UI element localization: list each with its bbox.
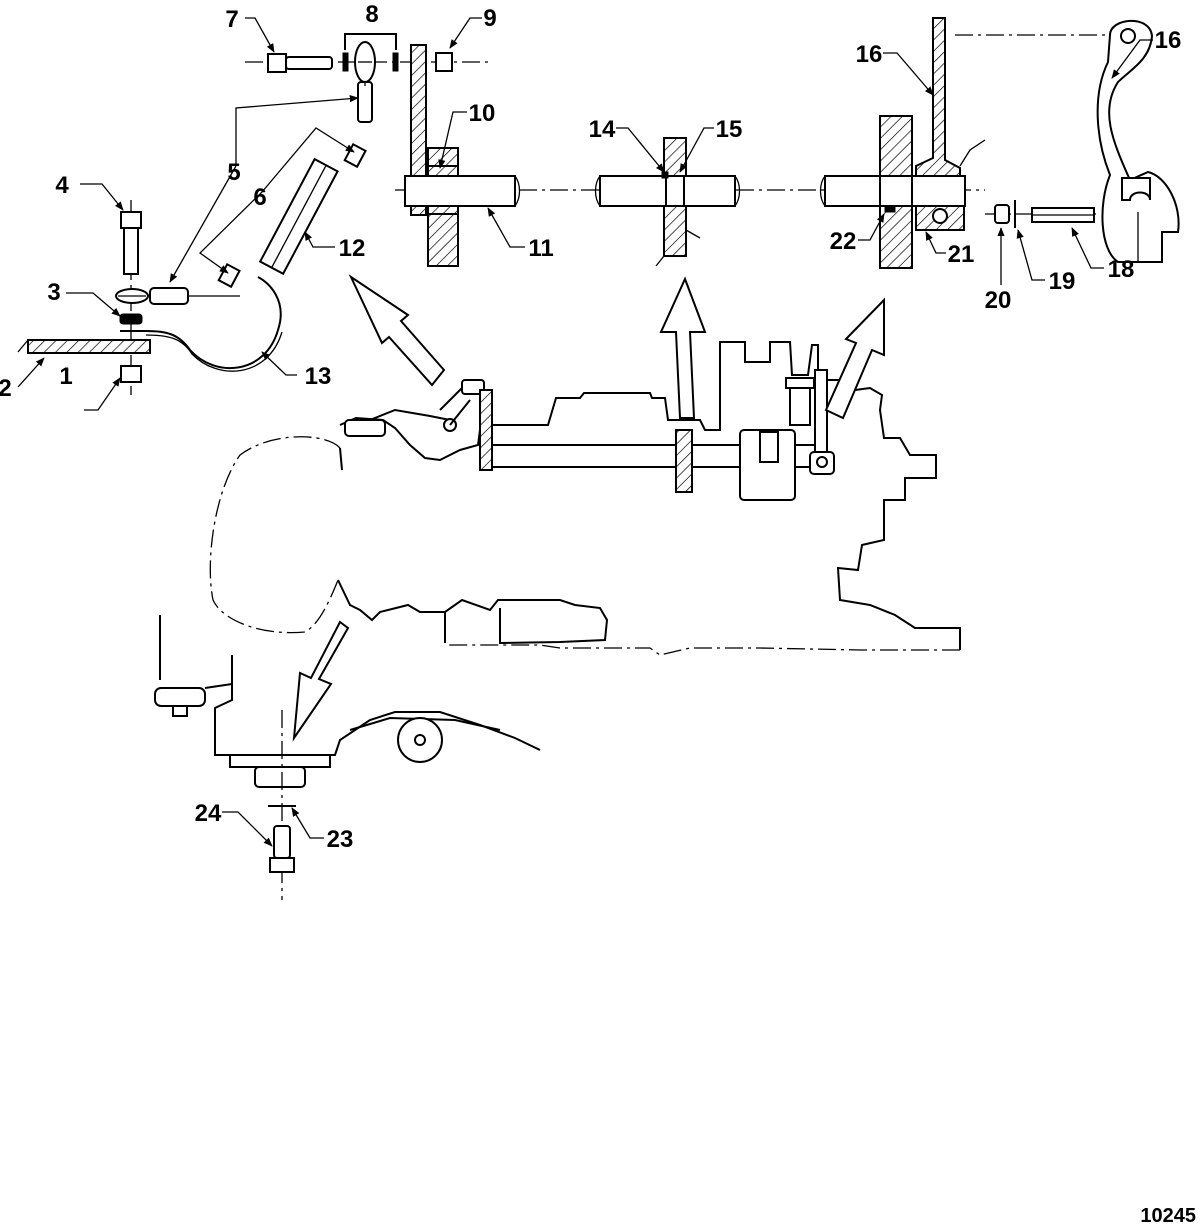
part-11-shaft-left [404, 175, 516, 207]
part-9-nut [435, 52, 453, 72]
callout-3: 3 [47, 279, 60, 306]
part-15-bulkhead-lower [663, 205, 687, 257]
part-2-bracket [27, 339, 151, 354]
part-plate-left [410, 44, 427, 216]
part-13-ground-wire [145, 276, 282, 370]
callout-16-right: 16 [1155, 27, 1182, 54]
callout-4: 4 [55, 172, 69, 199]
lever-detail [955, 19, 1180, 263]
part-7-bolt-shank [285, 56, 333, 70]
linkage-detail [17, 33, 490, 395]
part-5-stud [357, 81, 373, 123]
callout-9: 9 [483, 5, 496, 32]
part-21-pin [932, 208, 948, 224]
engine-mount [154, 687, 206, 707]
figure-number: 10245 [1140, 1205, 1196, 1227]
callout-12: 12 [339, 235, 366, 262]
part-8-washer-right [392, 52, 399, 72]
engine-starter [739, 429, 796, 501]
engine-assembly [154, 341, 961, 900]
arrow-to-linkage [348, 274, 446, 387]
part-5-link-rod [149, 287, 189, 305]
part-16-lever-section [915, 17, 961, 177]
callout-14: 14 [589, 116, 616, 143]
callout-10: 10 [469, 100, 496, 127]
direction-arrows [292, 274, 885, 742]
part-6-nut-lower [217, 262, 241, 289]
arrow-to-lever [824, 297, 885, 420]
part-24-screw [273, 825, 291, 859]
callout-20: 20 [985, 287, 1012, 314]
callout-13: 13 [305, 363, 332, 390]
part-4-bolt-shank [123, 227, 139, 275]
callout-2: 2 [0, 375, 12, 402]
part-1-nut [120, 365, 142, 383]
engine-flywheel-housing [229, 754, 331, 768]
part-3-nut [119, 313, 143, 325]
part-20-nut [994, 204, 1010, 224]
part-8-washer-left [342, 52, 349, 72]
callout-22: 22 [830, 228, 857, 255]
engine-drain-boss [254, 766, 306, 788]
part-7-bolt-head [267, 53, 287, 73]
shaft-detail [395, 17, 986, 269]
part-4-bolt-head [120, 211, 142, 229]
part-10-bushing [427, 165, 459, 177]
callout-7: 7 [225, 6, 238, 33]
callout-6: 6 [253, 184, 266, 211]
callout-19: 19 [1049, 268, 1076, 295]
part-15-bulkhead-upper [663, 137, 687, 177]
callout-15: 15 [716, 116, 743, 143]
arrow-to-drain [292, 620, 350, 742]
part-24-screw-head [269, 857, 295, 873]
callout-1: 1 [59, 363, 72, 390]
engine-carb-base [344, 419, 386, 437]
part-14-clip [661, 171, 669, 179]
part-16-lever-keyway [1121, 177, 1151, 201]
part-22-washer [884, 205, 896, 213]
callout-23: 23 [327, 826, 354, 853]
callout-16-left: 16 [856, 41, 883, 68]
callout-8: 8 [365, 1, 378, 28]
leader-lines [17, 17, 1153, 847]
arrow-to-shaft [659, 276, 707, 419]
callout-11: 11 [528, 235, 553, 262]
callout-5: 5 [227, 159, 240, 186]
callout-18: 18 [1108, 256, 1135, 283]
callout-24: 24 [195, 800, 222, 827]
engine-shift-bracket [789, 384, 811, 426]
callout-21: 21 [948, 241, 975, 268]
